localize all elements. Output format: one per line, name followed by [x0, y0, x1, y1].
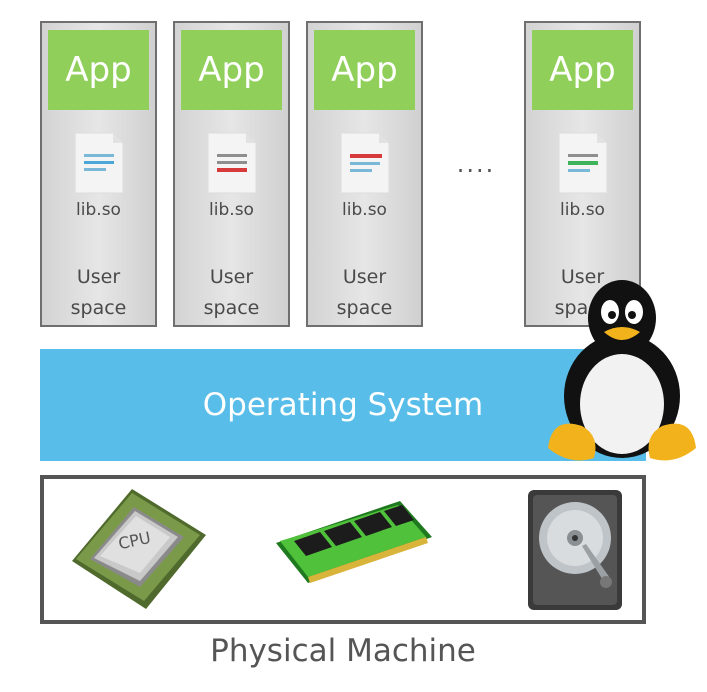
lib-label: lib.so: [209, 200, 254, 220]
linux-penguin-icon: [548, 280, 696, 461]
operating-system-bar: [40, 349, 646, 461]
hard-drive-icon: [528, 490, 622, 610]
app-box: App: [532, 30, 633, 110]
document-icon: [340, 132, 390, 194]
operating-system-label: Operating System: [202, 387, 484, 423]
ellipsis: ....: [456, 150, 496, 178]
lib-label: lib.so: [342, 200, 387, 220]
document-icon: [74, 132, 124, 194]
app-box: App: [181, 30, 282, 110]
ram-module-icon: [276, 501, 432, 583]
app-box: App: [314, 30, 415, 110]
lib-label: lib.so: [76, 200, 121, 220]
physical-machine-label: Physical Machine: [210, 633, 476, 669]
app-box: App: [48, 30, 149, 110]
document-icon: [207, 132, 257, 194]
lib-label: lib.so: [560, 200, 605, 220]
cpu-icon: CPU: [72, 489, 206, 609]
document-icon: [558, 132, 608, 194]
